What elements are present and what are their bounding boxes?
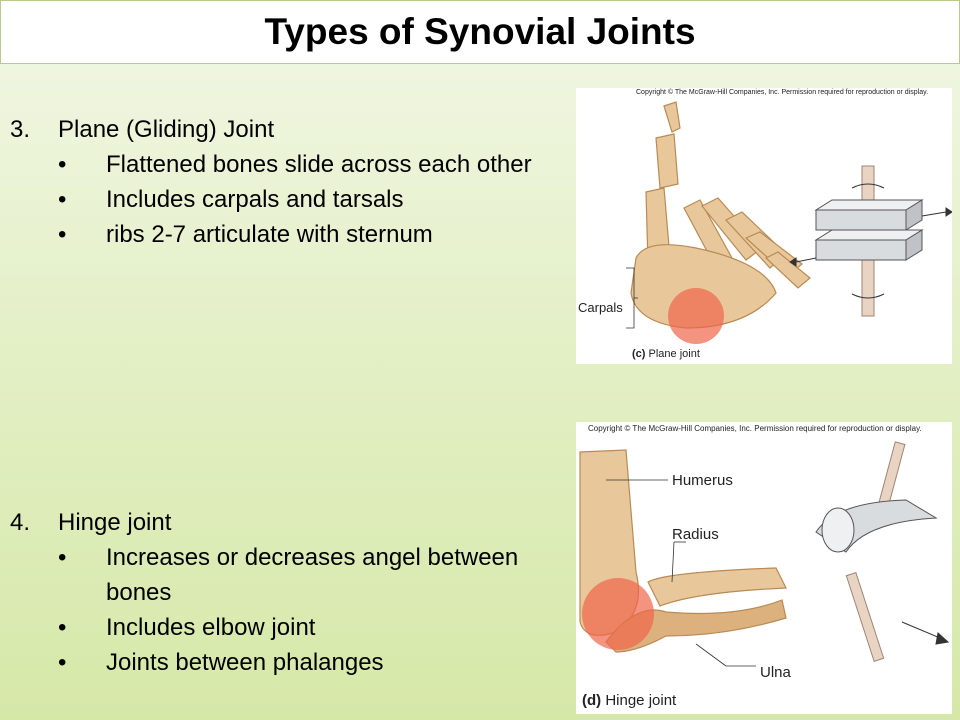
section-number: 3. xyxy=(10,116,31,143)
bullet-text: Includes carpals and tarsals xyxy=(106,186,404,213)
figure-caption: (d) Hinge joint xyxy=(582,692,676,709)
plane-joint-illustration xyxy=(626,101,952,344)
joint-highlight xyxy=(582,578,654,650)
motion-arrows xyxy=(789,183,952,299)
figure-plane-joint: Copyright © The McGraw-Hill Companies, I… xyxy=(576,88,952,364)
copyright-note: Copyright © The McGraw-Hill Companies, I… xyxy=(636,89,929,96)
bullet-glyph: • xyxy=(58,614,67,641)
section-hinge-joint: 4. Hinge joint • Increases or decreases … xyxy=(10,505,570,680)
bullet-glyph: • xyxy=(58,221,67,248)
bullet-item: • ribs 2-7 articulate with sternum xyxy=(10,217,570,252)
bullet-glyph: • xyxy=(58,186,67,213)
figure-caption: (c) Plane joint xyxy=(632,348,700,360)
label-carpals: Carpals xyxy=(578,300,623,315)
label-humerus: Humerus xyxy=(672,472,733,489)
hinge-schematic xyxy=(815,441,938,662)
figure-hinge-joint: Copyright © The McGraw-Hill Companies, I… xyxy=(576,422,952,714)
bullet-text: Flattened bones slide across each other xyxy=(106,151,532,178)
caption-text: Hinge joint xyxy=(605,692,677,709)
caption-letter: (c) xyxy=(632,348,646,360)
title-bar: Types of Synovial Joints xyxy=(0,0,960,64)
hand-bones xyxy=(630,101,811,329)
bullet-item: • Includes elbow joint xyxy=(10,610,570,645)
bullet-item: • Joints between phalanges xyxy=(10,645,570,680)
bullet-glyph: • xyxy=(58,649,67,676)
section-heading: 4. Hinge joint xyxy=(10,505,570,540)
bullet-item: • Flattened bones slide across each othe… xyxy=(10,147,570,182)
bullet-list: • Increases or decreases angel between b… xyxy=(10,540,570,680)
bullet-text: Includes elbow joint xyxy=(106,614,316,641)
gliding-blocks xyxy=(814,165,924,317)
slide-title: Types of Synovial Joints xyxy=(264,11,696,52)
joint-highlight xyxy=(668,288,724,344)
bullet-list: • Flattened bones slide across each othe… xyxy=(10,147,570,252)
section-plane-joint: 3. Plane (Gliding) Joint • Flattened bon… xyxy=(10,112,570,252)
bullet-text: ribs 2-7 articulate with sternum xyxy=(106,221,433,248)
label-radius: Radius xyxy=(672,526,719,543)
motion-arrow xyxy=(901,621,950,645)
section-title: Plane (Gliding) Joint xyxy=(58,116,275,143)
caption-letter: (d) xyxy=(582,692,602,709)
section-title: Hinge joint xyxy=(58,509,172,536)
bullet-item: • Increases or decreases angel between b… xyxy=(10,540,570,610)
bullet-text: Increases or decreases angel between bon… xyxy=(106,544,519,606)
hinge-joint-illustration xyxy=(579,441,950,667)
section-heading: 3. Plane (Gliding) Joint xyxy=(10,112,570,147)
section-number: 4. xyxy=(10,509,31,536)
bullet-glyph: • xyxy=(58,544,67,571)
radius-bone xyxy=(647,567,787,607)
bullet-glyph: • xyxy=(58,151,67,178)
caption-text: Plane joint xyxy=(648,348,700,360)
label-ulna: Ulna xyxy=(760,664,791,681)
bullet-item: • Includes carpals and tarsals xyxy=(10,182,570,217)
copyright-note: Copyright © The McGraw-Hill Companies, I… xyxy=(588,424,922,433)
bullet-text: Joints between phalanges xyxy=(106,649,384,676)
